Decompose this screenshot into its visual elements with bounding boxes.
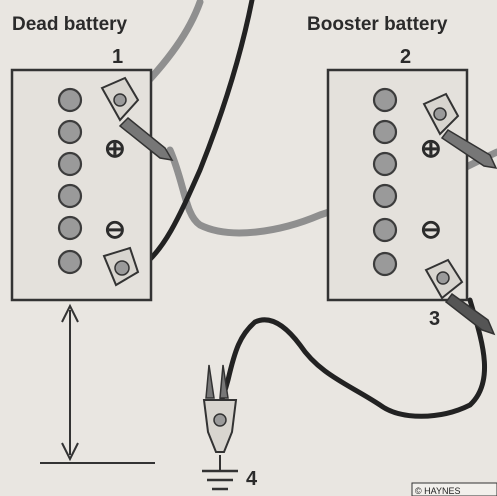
cell bbox=[57, 151, 83, 177]
cell bbox=[372, 183, 398, 209]
step-3-label: 3 bbox=[429, 308, 440, 330]
cell bbox=[372, 119, 398, 145]
booster-plus-symbol: ⊕ bbox=[420, 133, 442, 163]
step-2-label: 2 bbox=[400, 46, 411, 68]
dead-positive-clamp-icon bbox=[100, 76, 174, 162]
dead-battery-cells bbox=[57, 87, 83, 275]
black-cable-top bbox=[137, 0, 255, 271]
cell bbox=[57, 119, 83, 145]
booster-battery-label: Booster battery bbox=[307, 14, 448, 35]
cell bbox=[57, 215, 83, 241]
ground-symbol-icon bbox=[202, 455, 238, 491]
dead-negative-clamp-icon bbox=[102, 246, 140, 287]
step-4-label: 4 bbox=[246, 468, 258, 490]
ground-clamp-icon bbox=[202, 364, 238, 453]
cell bbox=[372, 251, 398, 277]
cell bbox=[57, 87, 83, 113]
booster-minus-symbol: ⊖ bbox=[420, 214, 442, 244]
dead-plus-symbol: ⊕ bbox=[104, 133, 126, 163]
copyright-text: © HAYNES bbox=[415, 486, 460, 496]
cell bbox=[372, 87, 398, 113]
step-1-label: 1 bbox=[112, 46, 123, 68]
cell bbox=[372, 217, 398, 243]
cell bbox=[57, 183, 83, 209]
cell bbox=[57, 249, 83, 275]
copyright-box bbox=[411, 482, 497, 496]
booster-negative-clamp-icon bbox=[424, 258, 496, 336]
booster-positive-clamp-icon bbox=[422, 92, 497, 169]
dead-minus-symbol: ⊖ bbox=[104, 214, 126, 244]
black-cable bbox=[215, 297, 488, 419]
dead-battery-label: Dead battery bbox=[12, 14, 128, 35]
cell bbox=[372, 151, 398, 177]
booster-battery-cells bbox=[372, 87, 398, 277]
distance-arrow bbox=[61, 303, 79, 462]
